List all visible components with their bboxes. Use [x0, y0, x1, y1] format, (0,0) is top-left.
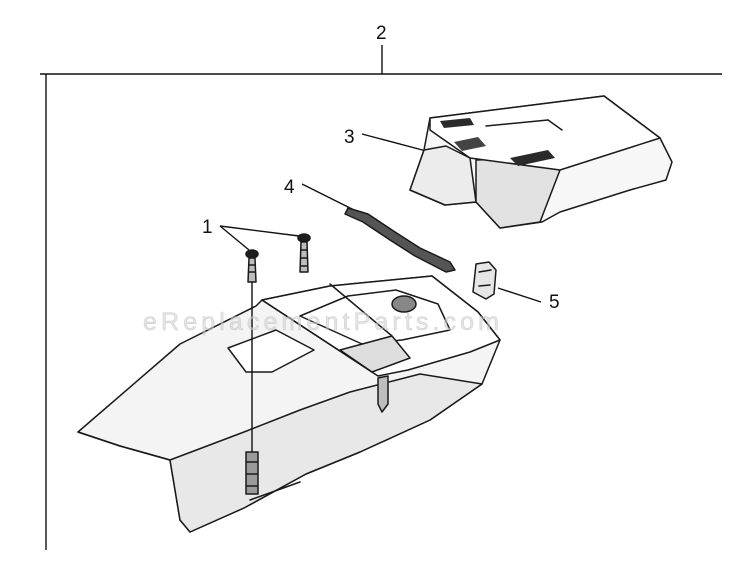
top-cover-part	[409, 95, 673, 229]
leader-lines	[219, 133, 542, 303]
bolt-guide	[245, 282, 259, 495]
seal-strip-part	[344, 207, 456, 273]
bolt-right-part	[297, 233, 311, 273]
callout-3: 3	[344, 127, 355, 148]
callout-5: 5	[549, 292, 560, 313]
bolt-left-part	[245, 249, 259, 283]
clip-part	[472, 261, 497, 300]
callout-2: 2	[376, 23, 387, 44]
callout-1: 1	[202, 217, 213, 238]
callout-4: 4	[284, 177, 295, 198]
assembly-bracket	[40, 45, 722, 550]
